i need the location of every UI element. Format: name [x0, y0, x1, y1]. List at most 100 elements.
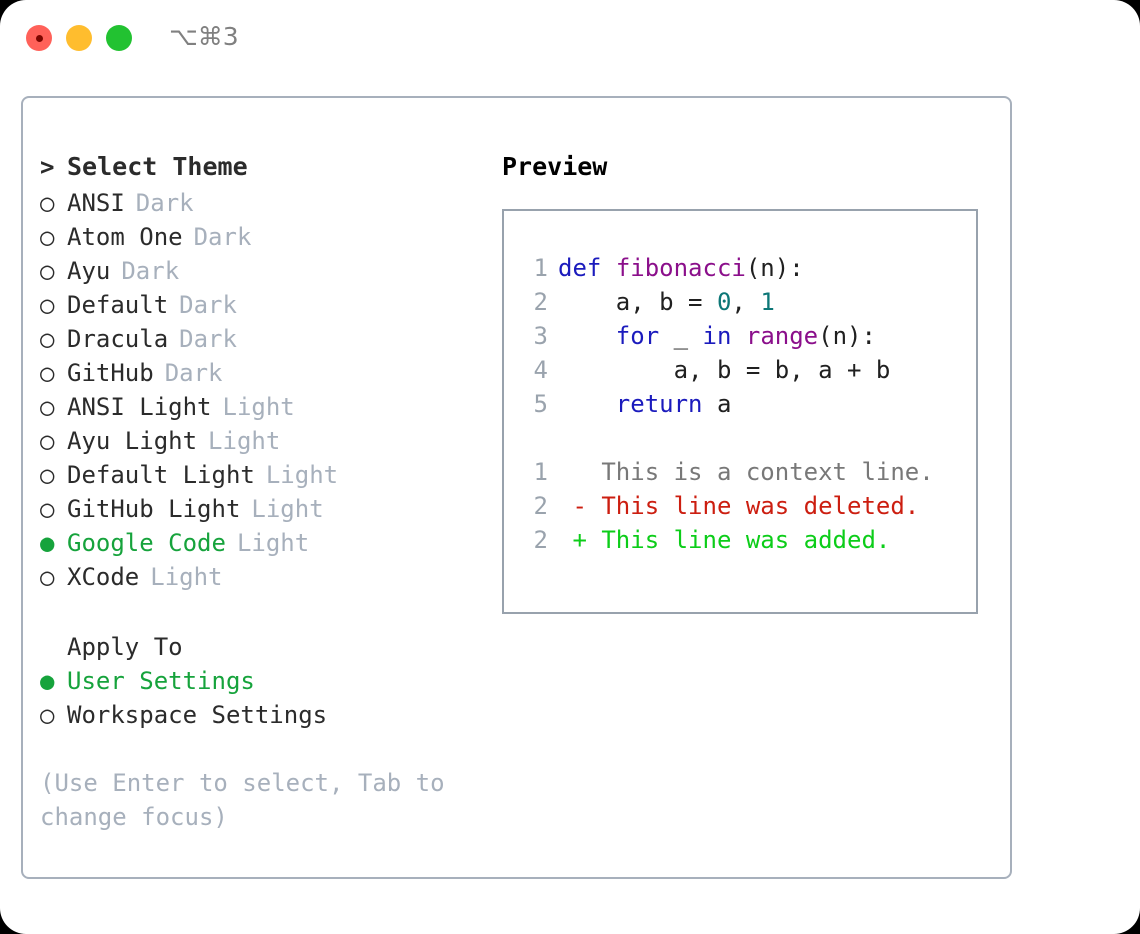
theme-option-label: Atom One — [67, 223, 183, 251]
radio-unselected-icon[interactable]: ○ — [40, 223, 55, 251]
preview-title: Preview — [502, 152, 608, 181]
diff-text: This line was added. — [601, 526, 891, 554]
diff-line-context: 1 This is a context line. — [524, 455, 976, 489]
theme-option-label: Dracula — [67, 325, 169, 353]
theme-option-label: Ayu — [67, 257, 111, 285]
theme-option-label: Default Light — [67, 461, 255, 489]
code-line: 4 a, b = b, a + b — [524, 353, 976, 387]
code-token-plain: _ — [659, 322, 703, 350]
theme-option-variant: Dark — [179, 325, 237, 353]
radio-selected-icon[interactable]: ● — [40, 529, 55, 557]
theme-option-label: GitHub — [67, 359, 154, 387]
code-token-indent — [558, 322, 616, 350]
radio-unselected-icon[interactable]: ○ — [40, 563, 55, 591]
code-token-number: 0 — [716, 288, 732, 316]
maximize-button-icon[interactable] — [106, 25, 132, 51]
theme-option-ansi-light[interactable]: ○ ANSI Light Light — [40, 390, 480, 424]
close-button-icon[interactable] — [26, 25, 52, 51]
theme-option-variant: Dark — [193, 223, 252, 251]
theme-option-label: XCode — [67, 563, 140, 591]
radio-unselected-icon[interactable]: ○ — [40, 461, 55, 489]
code-token-plain: , — [731, 288, 761, 316]
radio-unselected-icon[interactable]: ○ — [40, 701, 55, 729]
code-token-keyword: in — [702, 322, 732, 350]
theme-option-variant: Dark — [164, 359, 223, 387]
diff-sign — [558, 458, 601, 486]
theme-option-variant: Light — [265, 461, 339, 489]
radio-unselected-icon[interactable]: ○ — [40, 257, 55, 285]
code-token-function: range — [745, 322, 819, 350]
code-token-plain: (n): — [818, 322, 876, 350]
theme-option-xcode-light[interactable]: ○ XCode Light — [40, 560, 480, 594]
theme-picker-header: >Select Theme — [40, 148, 480, 186]
radio-unselected-icon[interactable]: ○ — [40, 495, 55, 523]
diff-spacer — [524, 421, 976, 455]
apply-to-label: Apply To — [67, 633, 183, 661]
radio-selected-icon[interactable]: ● — [40, 667, 55, 695]
theme-option-ansi-dark[interactable]: ○ ANSI Dark — [40, 186, 480, 220]
theme-option-ayu-dark[interactable]: ○ Ayu Dark — [40, 254, 480, 288]
theme-option-github-dark[interactable]: ○ GitHub Dark — [40, 356, 480, 390]
code-token-plain: a, b = b, a + b — [558, 356, 891, 384]
theme-option-label: ANSI Light — [67, 393, 212, 421]
code-token-number: 1 — [760, 288, 775, 316]
theme-option-variant: Light — [150, 563, 223, 591]
radio-unselected-icon[interactable]: ○ — [40, 325, 55, 353]
radio-unselected-icon[interactable]: ○ — [40, 189, 55, 217]
code-line: 5 return a — [524, 387, 976, 421]
code-line: 3 for _ in range(n): — [524, 319, 976, 353]
line-number: 1 — [533, 458, 548, 486]
keyboard-hint-text: (Use Enter to select, Tab to change focu… — [40, 769, 460, 831]
radio-unselected-icon[interactable]: ○ — [40, 359, 55, 387]
apply-to-option-workspace-settings[interactable]: ○ Workspace Settings — [40, 698, 480, 732]
diff-text: This line was deleted. — [601, 492, 920, 520]
line-number: 3 — [533, 322, 548, 350]
window-title: ⌥⌘3 — [169, 22, 239, 51]
line-number: 2 — [533, 288, 548, 316]
line-number: 4 — [533, 356, 548, 384]
diff-line-deleted: 2 - This line was deleted. — [524, 489, 976, 523]
theme-option-label: ANSI — [67, 189, 125, 217]
theme-option-default-light[interactable]: ○ Default Light Light — [40, 458, 480, 492]
section-spacer — [40, 594, 480, 630]
theme-option-variant: Dark — [121, 257, 180, 285]
hint-spacer — [40, 732, 480, 766]
code-token-plain: a — [702, 390, 732, 418]
theme-option-label: Ayu Light — [67, 427, 198, 455]
radio-unselected-icon[interactable]: ○ — [40, 393, 55, 421]
theme-option-variant: Dark — [135, 189, 194, 217]
diff-line-added: 2 + This line was added. — [524, 523, 976, 557]
code-token-plain: (n): — [745, 254, 804, 282]
apply-to-option-label: Workspace Settings — [67, 701, 328, 729]
radio-unselected-icon[interactable]: ○ — [40, 291, 55, 319]
code-token-space — [601, 254, 615, 282]
code-token-keyword: for — [615, 322, 660, 350]
prompt-caret-icon: > — [40, 153, 55, 181]
apply-to-option-user-settings[interactable]: ● User Settings — [40, 664, 480, 698]
radio-unselected-icon[interactable]: ○ — [40, 427, 55, 455]
theme-option-label: Default — [67, 291, 169, 319]
theme-option-label: GitHub Light — [67, 495, 241, 523]
line-number: 2 — [533, 492, 548, 520]
theme-option-atom-one-dark[interactable]: ○ Atom One Dark — [40, 220, 480, 254]
minimize-button-icon[interactable] — [66, 25, 92, 51]
line-number: 1 — [533, 254, 548, 282]
line-number: 2 — [533, 526, 548, 554]
title-bar: ⌥⌘3 — [0, 0, 1140, 78]
apply-to-option-label: User Settings — [67, 667, 255, 695]
theme-option-variant: Light — [222, 393, 295, 421]
code-token-space — [731, 322, 745, 350]
traffic-lights — [26, 25, 132, 51]
code-token-keyword: return — [615, 390, 703, 418]
theme-option-dracula-dark[interactable]: ○ Dracula Dark — [40, 322, 480, 356]
code-token-indent — [558, 390, 616, 418]
diff-sign: + — [558, 526, 602, 554]
